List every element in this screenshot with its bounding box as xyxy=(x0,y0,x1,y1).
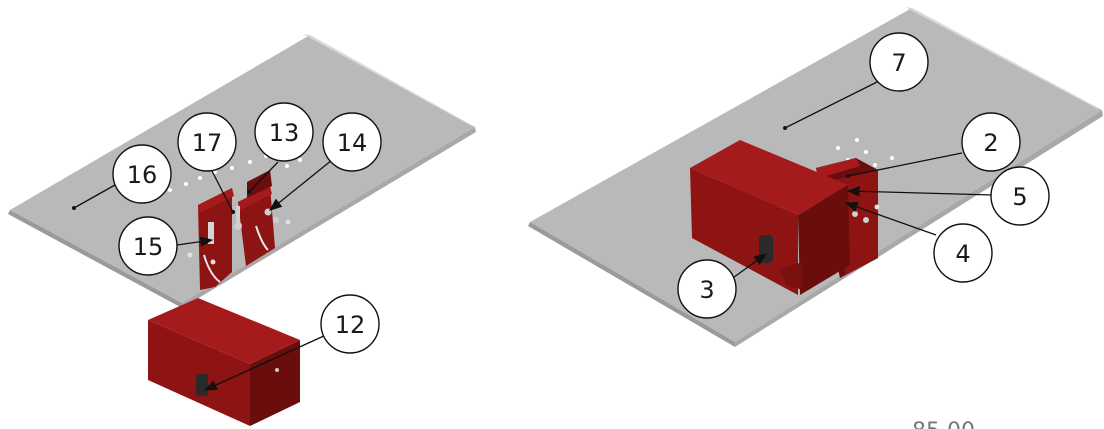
leader-3 xyxy=(729,253,768,281)
left-brackets xyxy=(187,170,291,290)
leader-7 xyxy=(784,81,878,129)
leader-17 xyxy=(211,170,234,213)
balloon-13-label: 13 xyxy=(269,119,300,147)
left-exploded-view xyxy=(8,34,476,426)
leader-14 xyxy=(268,159,333,211)
balloon-16: 16 xyxy=(112,144,172,204)
balloon-16-label: 16 xyxy=(127,161,158,189)
leader-4 xyxy=(844,202,937,236)
balloon-17: 17 xyxy=(177,112,237,172)
leader-16 xyxy=(73,184,116,209)
leader-15 xyxy=(176,236,214,247)
balloon-7: 7 xyxy=(869,32,929,92)
balloon-17-label: 17 xyxy=(192,129,223,157)
right-knob xyxy=(759,235,773,263)
left-leader-lines xyxy=(73,159,333,391)
balloon-4: 4 xyxy=(933,223,993,283)
balloon-7-label: 7 xyxy=(891,49,906,77)
balloon-4-label: 4 xyxy=(955,240,970,268)
balloon-12: 12 xyxy=(320,294,380,354)
dimension-text: 85.00 xyxy=(912,419,975,429)
leader-5 xyxy=(846,186,994,197)
balloon-5: 5 xyxy=(990,166,1050,226)
left-leader-dots xyxy=(72,190,251,214)
left-red-box xyxy=(148,298,300,426)
balloon-15: 15 xyxy=(118,216,178,276)
balloon-2-label: 2 xyxy=(983,129,998,157)
leader-2 xyxy=(847,152,963,177)
balloon-14-label: 14 xyxy=(337,129,368,157)
balloon-2: 2 xyxy=(961,112,1021,172)
balloon-14: 14 xyxy=(322,112,382,172)
right-red-box xyxy=(690,140,850,295)
balloon-12-label: 12 xyxy=(335,311,366,339)
balloon-3-label: 3 xyxy=(699,276,714,304)
left-base-plate xyxy=(8,34,476,308)
left-knob xyxy=(196,374,208,396)
balloon-13: 13 xyxy=(254,102,314,162)
right-leader-dots xyxy=(783,126,850,178)
balloon-5-label: 5 xyxy=(1012,183,1027,211)
balloon-15-label: 15 xyxy=(133,233,164,261)
leader-13 xyxy=(248,161,279,193)
leader-12 xyxy=(203,334,327,391)
balloon-3: 3 xyxy=(677,259,737,319)
right-leader-lines xyxy=(729,81,994,281)
